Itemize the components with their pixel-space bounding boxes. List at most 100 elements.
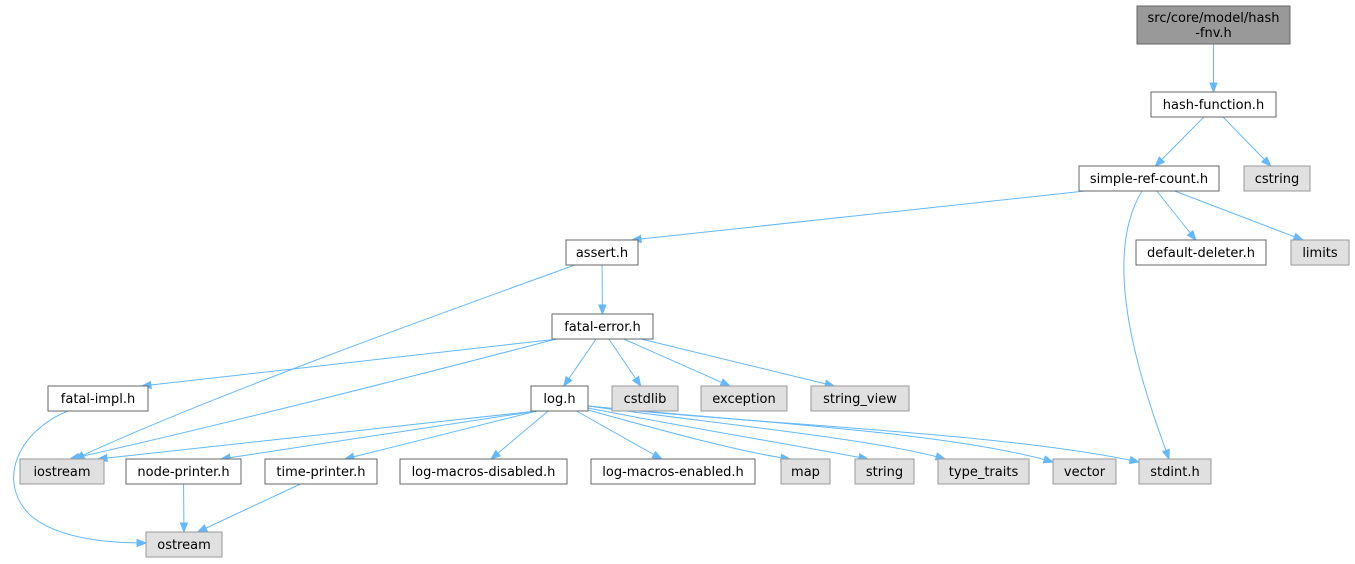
edge-line (97, 410, 538, 460)
node-box (1150, 91, 1277, 118)
edge-log-to-iostream (96, 410, 538, 463)
node-ostream: ostream (145, 531, 223, 558)
node-box (611, 385, 679, 412)
node-box (1243, 165, 1311, 192)
node-box (1136, 5, 1291, 45)
node-label: time-printer.h (276, 465, 365, 480)
edge-line (587, 409, 791, 460)
node-box (1290, 239, 1350, 266)
edge-hash-fnv-to-hash-function (1209, 44, 1218, 94)
node-box (1078, 165, 1220, 192)
node-cstring: cstring (1243, 165, 1311, 192)
edge-fatal-error-to-cstdlib (608, 338, 642, 388)
edge-assert-to-fatal-error (598, 264, 607, 316)
edge-arrowhead (719, 378, 732, 387)
node-limits: limits (1290, 239, 1350, 266)
node-label: hash-function.h (1163, 98, 1264, 113)
edge-arrowhead (179, 522, 189, 534)
edge-line (641, 338, 835, 387)
edge-line (74, 264, 576, 460)
edge-log-to-string (587, 407, 870, 462)
node-box (551, 313, 654, 340)
edge-line (13, 410, 147, 544)
node-string: string (854, 458, 915, 485)
node-exception: exception (700, 385, 788, 412)
node-time-printer[interactable]: time-printer.h (264, 458, 378, 485)
edge-arrowhead (1186, 229, 1197, 242)
node-log-macros-enabled[interactable]: log-macros-enabled.h (590, 458, 756, 485)
edge-fatal-error-to-log (563, 338, 597, 388)
node-label: cstdlib (624, 392, 667, 407)
edge-arrowhead (490, 449, 502, 460)
node-box (145, 531, 223, 558)
node-assert[interactable]: assert.h (565, 239, 639, 266)
node-hash-fnv[interactable]: src/core/model/hash-fnv.h (1136, 5, 1291, 45)
node-box (1138, 458, 1212, 485)
node-log[interactable]: log.h (530, 385, 589, 412)
edge-arrowhead (651, 450, 663, 460)
edge-line (221, 410, 538, 460)
node-label: log-macros-enabled.h (602, 465, 743, 480)
node-label: log.h (543, 392, 575, 407)
node-label: cstring (1255, 172, 1299, 187)
edge-assert-to-iostream (73, 264, 576, 460)
node-cstdlib: cstdlib (611, 385, 679, 412)
node-box (937, 458, 1030, 485)
node-label: -fnv.h (1195, 26, 1232, 41)
node-label: stdint.h (1150, 465, 1199, 480)
node-simple-ref-count[interactable]: simple-ref-count.h (1078, 165, 1220, 192)
edge-line (69, 337, 561, 460)
node-node-printer[interactable]: node-printer.h (125, 458, 242, 485)
node-hash-function[interactable]: hash-function.h (1150, 91, 1277, 118)
node-label: ostream (157, 538, 211, 553)
node-default-deleter[interactable]: default-deleter.h (1135, 239, 1267, 266)
edge-arrowhead (631, 375, 642, 388)
edge-simple-ref-count-to-assert (630, 190, 1086, 244)
edge-simple-ref-count-to-default-deleter (1156, 190, 1197, 242)
edge-time-printer-to-ostream (196, 483, 301, 533)
node-string-view: string_view (810, 385, 910, 412)
node-label: string_view (823, 392, 897, 407)
edge-fatal-impl-to-ostream (13, 410, 148, 548)
node-log-macros-disabled[interactable]: log-macros-disabled.h (399, 458, 568, 485)
edge-line (141, 338, 559, 387)
node-label: fatal-impl.h (61, 392, 135, 407)
node-fatal-impl[interactable]: fatal-impl.h (47, 385, 149, 412)
node-box (780, 458, 831, 485)
node-label: src/core/model/hash (1148, 11, 1280, 26)
edge-line (576, 410, 662, 460)
node-label: type_traits (949, 465, 1019, 480)
edge-arrowhead (196, 524, 209, 533)
edge-line (631, 190, 1086, 241)
node-iostream: iostream (19, 458, 105, 485)
node-box (700, 385, 788, 412)
edge-line (587, 405, 946, 460)
node-map: map (780, 458, 831, 485)
edge-arrowhead (1154, 156, 1166, 167)
edge-arrowhead (1260, 156, 1272, 167)
edge-line (197, 483, 301, 533)
node-label: default-deleter.h (1147, 246, 1255, 261)
edge-line (623, 338, 731, 387)
node-label: vector (1064, 465, 1106, 480)
edge-log-to-stdint (587, 405, 1141, 465)
node-label: simple-ref-count.h (1090, 172, 1208, 187)
node-label: limits (1302, 246, 1338, 261)
node-stdint: stdint.h (1138, 458, 1212, 485)
node-fatal-error[interactable]: fatal-error.h (551, 313, 654, 340)
edge-line (490, 410, 549, 460)
edge-arrowhead (563, 375, 573, 388)
edge-log-to-type-traits (587, 405, 947, 461)
node-label: string (866, 465, 903, 480)
edge-log-to-log-macros-disabled (490, 410, 549, 460)
node-box (530, 385, 589, 412)
edge-arrowhead (136, 538, 148, 548)
node-box (854, 458, 915, 485)
node-box (590, 458, 756, 485)
node-box (1135, 239, 1267, 266)
node-box (399, 458, 568, 485)
edge-line (587, 407, 869, 460)
node-label: map (791, 465, 820, 480)
node-label: fatal-error.h (564, 320, 641, 335)
